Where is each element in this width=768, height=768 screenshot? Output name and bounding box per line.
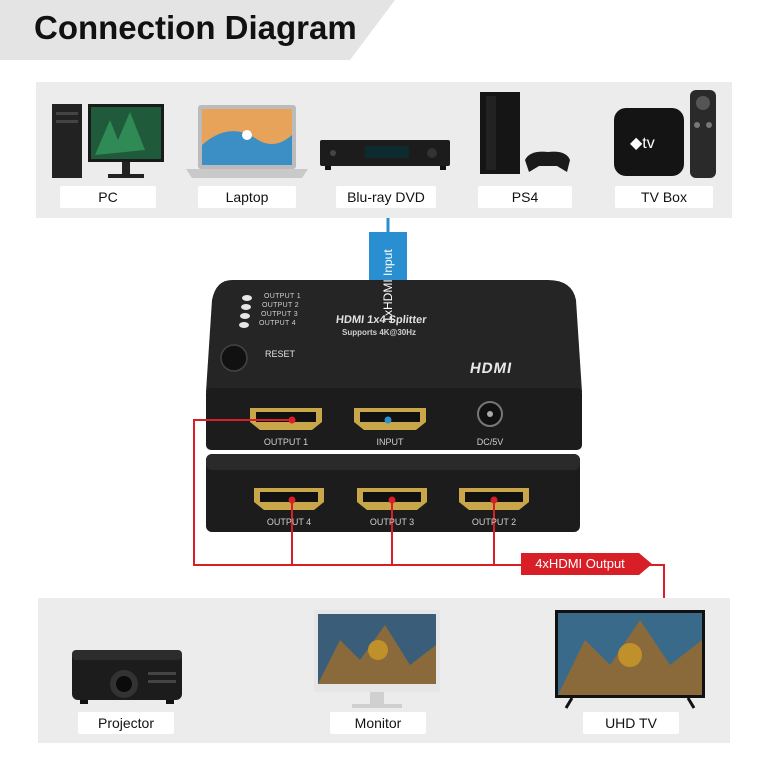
bluray-player-icon [320,140,450,170]
led-indicators [239,295,252,328]
source-label-tvbox: TV Box [615,186,713,208]
led-label-output-1: OUTPUT 1 [264,293,301,300]
source-label-ps4: PS4 [478,186,572,208]
output-label: 4xHDMI Output [521,553,639,575]
hdmi-logo: HDMI [468,360,514,377]
display-label-monitor: Monitor [330,712,426,734]
output-cables [193,419,665,598]
cable-endpoints [288,416,498,504]
tv-box-icon: ◆tv [614,90,716,178]
laptop-icon [186,105,308,178]
uhd-tv-icon [555,610,705,709]
display-label-uhd-tv: UHD TV [583,712,679,734]
port-dc-5v [477,401,503,427]
reset-label: RESET [265,349,296,359]
led-label-output-3: OUTPUT 3 [261,311,298,318]
port-label-output-3: OUTPUT 3 [369,517,415,527]
pc-monitor-icon [52,104,164,178]
led-label-output-2: OUTPUT 2 [262,302,299,309]
source-label-laptop: Laptop [198,186,296,208]
input-cable-endpoint [384,416,392,424]
port-label-input: INPUT [376,437,404,447]
projector-icon [72,650,182,704]
output-tag-arrow [639,553,652,575]
page-title: Connection Diagram [34,9,357,46]
display-label-projector: Projector [78,712,174,734]
source-label-pc: PC [60,186,156,208]
port-label-output-4: OUTPUT 4 [266,517,312,527]
monitor-icon [314,610,440,708]
reset-button[interactable] [220,344,248,372]
port-label-dc-5v: DC/5V [476,437,504,447]
port-label-output-1: OUTPUT 1 [263,437,309,447]
port-label-output-2: OUTPUT 2 [471,517,517,527]
source-label-bluray: Blu-ray DVD [336,186,436,208]
title-band [0,0,395,60]
splitter-subtitle: Supports 4K@30Hz [342,328,417,337]
ps4-console-icon [480,92,570,174]
splitter-title: HDMI 1x4 Splitter [335,314,428,326]
led-label-output-4: OUTPUT 4 [259,320,296,327]
svg-text:◆tv: ◆tv [630,135,655,152]
